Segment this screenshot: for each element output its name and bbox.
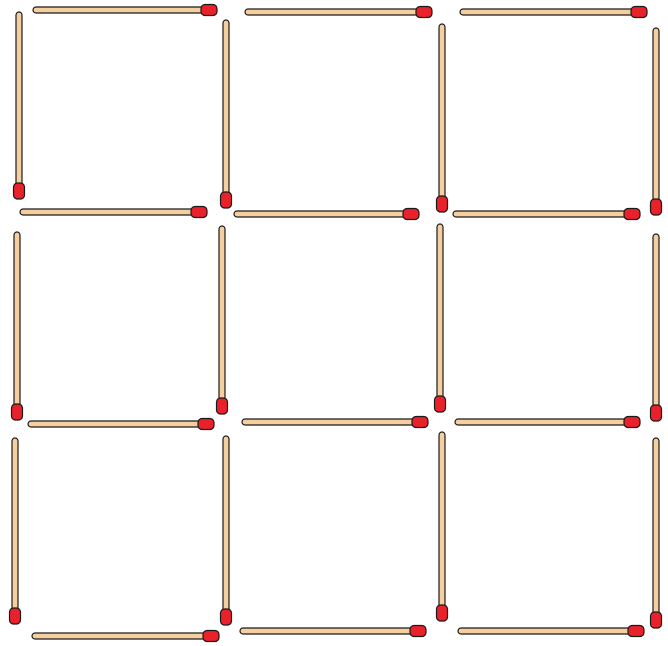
match-head — [412, 417, 428, 428]
match-head — [217, 398, 228, 414]
matchstick-stick — [16, 12, 22, 195]
matchstick-stick — [439, 24, 445, 208]
matchstick-stick — [245, 9, 428, 15]
matchstick-stick — [453, 211, 636, 217]
match-head — [628, 626, 644, 637]
matchstick-stick — [240, 628, 422, 634]
match-head — [631, 7, 647, 18]
match-head — [198, 419, 214, 430]
match-head — [12, 404, 23, 420]
match-head — [410, 626, 426, 637]
match-head — [624, 209, 640, 220]
match-head — [651, 199, 662, 215]
matchstick-horizontal[interactable] — [453, 209, 640, 220]
matchstick-vertical[interactable] — [437, 24, 448, 212]
matchstick-stick — [223, 20, 229, 204]
matchstick-horizontal[interactable] — [20, 207, 207, 218]
matchstick-vertical[interactable] — [221, 20, 232, 208]
matchstick-stick — [12, 438, 18, 620]
matchstick-horizontal[interactable] — [245, 7, 432, 18]
matchstick-stick — [455, 419, 636, 425]
matchstick-stick — [14, 232, 20, 416]
matchstick-horizontal[interactable] — [28, 419, 214, 430]
matchstick-horizontal[interactable] — [33, 5, 217, 16]
matchstick-horizontal[interactable] — [234, 209, 419, 220]
matchstick-stick — [20, 209, 203, 215]
match-head — [416, 7, 432, 18]
matchstick-horizontal[interactable] — [455, 417, 640, 428]
matchstick-stick — [653, 438, 659, 624]
matchstick-vertical[interactable] — [651, 28, 662, 215]
match-head — [221, 192, 232, 208]
matchstick-stick — [33, 7, 213, 13]
matchstick-stick — [242, 419, 424, 425]
match-head — [624, 417, 640, 428]
match-head — [201, 5, 217, 16]
matchstick-vertical[interactable] — [12, 232, 23, 420]
match-head — [203, 631, 219, 642]
matchstick-stick — [28, 421, 210, 427]
matchstick-horizontal[interactable] — [32, 631, 219, 642]
matchstick-horizontal[interactable] — [242, 417, 428, 428]
matchstick-vertical[interactable] — [651, 234, 662, 421]
matchstick-stick — [32, 633, 215, 639]
match-head — [435, 396, 446, 412]
match-head — [221, 609, 232, 625]
matchstick-stick — [437, 224, 443, 408]
matchstick-vertical[interactable] — [437, 432, 448, 621]
matchstick-stick — [653, 234, 659, 417]
matchstick-horizontal[interactable] — [240, 626, 426, 637]
matchstick-horizontal[interactable] — [460, 7, 647, 18]
matchstick-stick — [653, 28, 659, 211]
matchstick-stick — [439, 432, 445, 617]
matchstick-stick — [458, 628, 640, 634]
matchstick-stick — [223, 436, 229, 621]
match-head — [10, 608, 21, 624]
matchstick-vertical[interactable] — [435, 224, 446, 412]
match-head — [403, 209, 419, 220]
matchstick-vertical[interactable] — [14, 12, 25, 199]
matchstick-vertical[interactable] — [217, 226, 228, 414]
matchstick-stick — [460, 9, 643, 15]
match-head — [651, 612, 662, 628]
matchstick-vertical[interactable] — [221, 436, 232, 625]
match-head — [437, 605, 448, 621]
matchstick-vertical[interactable] — [651, 438, 662, 628]
match-head — [191, 207, 207, 218]
match-head — [14, 183, 25, 199]
matchstick-horizontal[interactable] — [458, 626, 644, 637]
matchstick-vertical[interactable] — [10, 438, 21, 624]
matchstick-stick — [234, 211, 415, 217]
matchstick-stick — [219, 226, 225, 410]
match-head — [651, 405, 662, 421]
match-head — [437, 196, 448, 212]
